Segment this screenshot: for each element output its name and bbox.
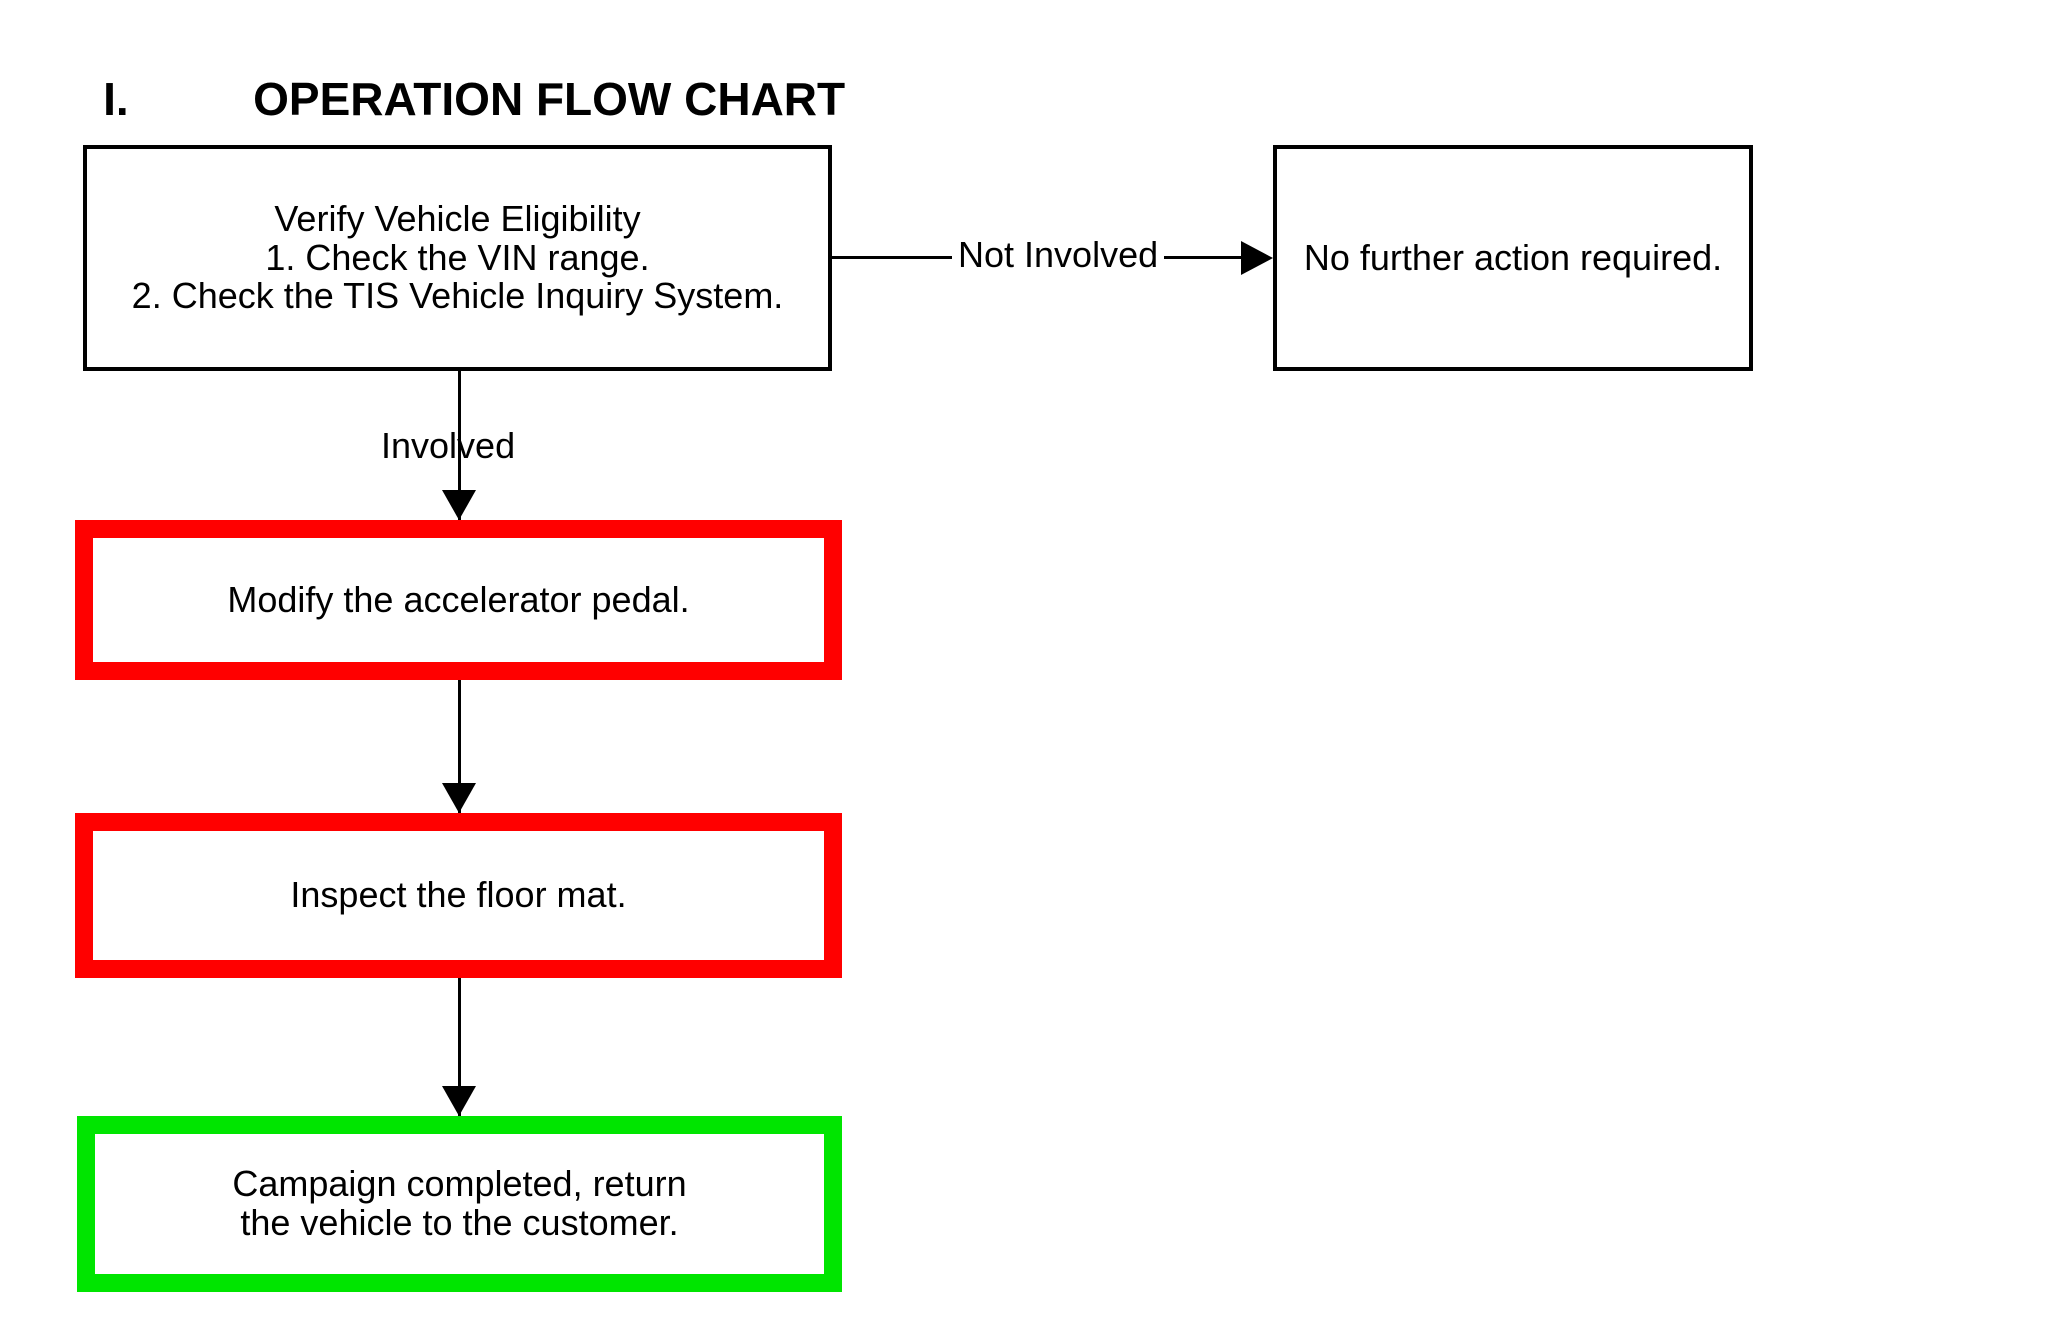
node-campaign-completed[interactable]: Campaign completed, return the vehicle t… [77,1116,842,1292]
node-no-further-action-label: No further action required. [1303,236,1723,278]
node-no-further-action[interactable]: No further action required. [1273,145,1753,371]
edge-line-involved [458,371,461,520]
edge-line-pedal-to-mat [458,680,461,813]
node-campaign-completed-label: Campaign completed, return the vehicle t… [232,1163,687,1243]
edge-arrowhead-involved [442,490,476,520]
node-verify-vehicle-eligibility-label: Verify Vehicle Eligibility 1. Check the … [131,197,784,317]
page-title-text: OPERATION FLOW CHART [253,73,846,125]
edge-arrowhead-mat-to-completed [442,1086,476,1116]
node-modify-accelerator-pedal-label: Modify the accelerator pedal. [227,578,690,620]
node-inspect-floor-mat[interactable]: Inspect the floor mat. [75,813,842,978]
edge-arrowhead-pedal-to-mat [442,783,476,813]
node-verify-vehicle-eligibility[interactable]: Verify Vehicle Eligibility 1. Check the … [83,145,832,371]
edge-line-mat-to-completed [458,978,461,1116]
node-inspect-floor-mat-label: Inspect the floor mat. [290,874,627,916]
page-title: I. OPERATION FLOW CHART [52,18,845,180]
edge-arrowhead-not-involved [1241,241,1273,275]
page-title-number: I. [103,73,129,125]
edge-label-involved: Involved [381,425,516,466]
edge-label-not-involved: Not Involved [952,236,1165,274]
node-modify-accelerator-pedal[interactable]: Modify the accelerator pedal. [75,520,842,680]
